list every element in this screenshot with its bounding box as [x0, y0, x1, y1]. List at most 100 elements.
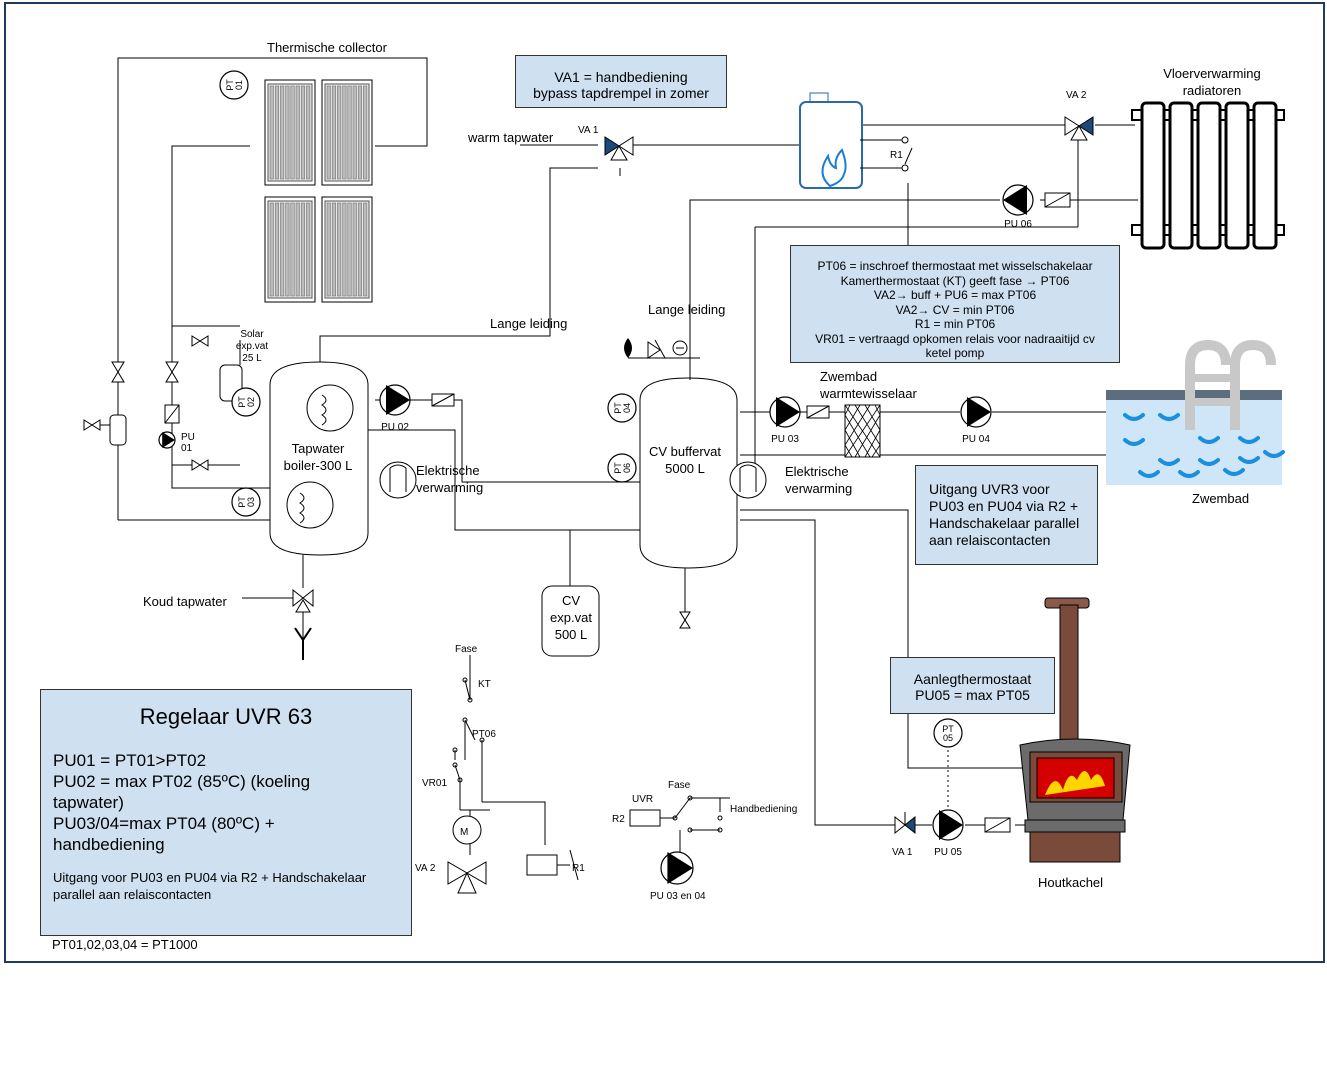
va1-note-line: VA1 = handbediening	[554, 69, 688, 85]
electric-heater-2	[729, 461, 767, 499]
sensor-pt02: PT02	[231, 387, 261, 417]
pool-wave	[1123, 413, 1145, 421]
label-r1-top: R1	[890, 150, 903, 161]
sensor-label: 03	[246, 497, 256, 507]
label-pu03: PU 03	[771, 434, 799, 445]
pump-pu01	[158, 431, 176, 449]
svg-text:PT04: PT04	[613, 402, 632, 414]
label-m: M	[460, 827, 468, 838]
uvr3-note-line: Uitgang UVR3 voor	[929, 481, 1050, 497]
pump-pu03	[769, 396, 801, 428]
pool-wave	[1238, 456, 1260, 464]
houtkachel-icon	[1019, 597, 1131, 863]
pump-pu-03-en-04	[660, 851, 694, 885]
aanleg-note-box: Aanlegthermostaat PU05 = max PT05	[890, 657, 1055, 714]
pool-wave	[1178, 470, 1200, 478]
small-exp-vessel	[84, 414, 127, 446]
solar-valves	[83, 335, 209, 471]
label-pu06: PU 06	[1004, 219, 1032, 230]
sensor-pt04: PT04	[607, 393, 637, 423]
label-pu-03-en-04: PU 03 en 04	[650, 891, 706, 902]
sensor-pt03: PT03	[231, 487, 261, 517]
radiator-column	[1196, 101, 1222, 250]
svg-text:PT03: PT03	[237, 496, 256, 508]
buffer-sensor-icons	[624, 338, 700, 380]
sensor-label: PT	[225, 79, 235, 91]
electric-heater-1	[379, 461, 417, 499]
pt06-note-line: VR01 = vertraagd opkomen relais voor nad…	[815, 331, 1095, 346]
svg-text:PT05: PT05	[942, 724, 954, 743]
uvr3-note-line: PU03 en PU04 via R2 +	[929, 498, 1079, 514]
regelaar-small: parallel aan relaiscontacten	[53, 887, 212, 902]
regelaar-title: Regelaar UVR 63	[139, 704, 313, 729]
cv-buffervat	[639, 377, 738, 569]
collector-panel	[321, 196, 373, 303]
sensor-label: PT	[942, 724, 954, 734]
pool-wave	[1238, 436, 1260, 444]
pool-wave	[1158, 458, 1180, 466]
pump-pu04	[960, 396, 992, 428]
pt06-note-line: VA2→ buff + PU6 = max PT06	[873, 288, 1037, 302]
aanleg-note-line: PU05 = max PT05	[915, 687, 1030, 703]
sensor-pt01: PT01	[219, 70, 249, 100]
label-r1-switch: R1	[572, 863, 585, 874]
radiator-column	[1140, 101, 1166, 250]
collector-panel	[264, 79, 316, 186]
label-thermische-collector: Thermische collector	[267, 40, 388, 55]
drain-valve	[679, 611, 691, 629]
label-houtkachel: Houtkachel	[1038, 875, 1103, 890]
radiator-column	[1224, 101, 1250, 250]
sensor-label: PT	[237, 396, 247, 408]
label-va1-bottom: VA 1	[892, 847, 913, 858]
cold-water-valve	[292, 588, 314, 660]
schematic-switches-1	[447, 677, 579, 894]
uvr3-note-box: Uitgang UVR3 voor PU03 en PU04 via R2 + …	[915, 465, 1098, 565]
label-warm-tapwater: warm tapwater	[467, 130, 554, 145]
sensor-label: 04	[622, 403, 632, 413]
sensor-pt06: PT06	[607, 453, 637, 483]
sensor-label: PT	[237, 496, 247, 508]
radiator-column	[1168, 101, 1194, 250]
pt06-note-line: VA2→ CV = min PT06	[895, 302, 1015, 317]
label-pu02: PU 02	[381, 422, 409, 433]
regelaar-box: Regelaar UVR 63 PU01 = PT01>PT02 PU02 = …	[40, 689, 412, 936]
svg-text:PT01: PT01	[225, 79, 244, 91]
svg-text:PT06: PT06	[613, 462, 632, 474]
valve-va1-bottom	[894, 812, 916, 835]
collector-panel	[321, 79, 373, 186]
tapwater-boiler	[269, 361, 369, 556]
pool-wave	[1138, 470, 1160, 478]
cv-exp-vat	[541, 585, 600, 657]
label-va2-top: VA 2	[1066, 90, 1087, 101]
footer-note: PT01,02,03,04 = PT1000	[52, 937, 198, 952]
uvr3-note-line: aan relaiscontacten	[929, 532, 1051, 548]
svg-text:PT02: PT02	[237, 396, 256, 408]
label-lange-leiding-2: Lange leiding	[648, 302, 725, 317]
radiator-column	[1252, 101, 1278, 250]
solar-collector-array	[264, 79, 373, 303]
sensor-label: 01	[234, 80, 244, 90]
cv-boiler	[799, 92, 863, 189]
valve-va2-top	[1064, 116, 1094, 141]
label-handbediening: Handbediening	[730, 804, 797, 815]
label-kt: KT	[478, 679, 491, 690]
diagram-frame	[4, 2, 1325, 963]
label-pu04: PU 04	[962, 434, 990, 445]
uvr3-note-line: Handschakelaar parallel	[929, 515, 1080, 531]
regelaar-line: PU02 = max PT02 (85ºC) (koeling	[53, 772, 311, 791]
valve-va1-top	[604, 136, 634, 161]
sensor-label: PT	[613, 402, 623, 414]
label-vr01: VR01	[422, 778, 447, 789]
regelaar-line: handbediening	[53, 835, 165, 854]
regelaar-line: PU03/04=max PT04 (80ºC) +	[53, 814, 275, 833]
pool-wave	[1223, 468, 1245, 476]
label-zwembad: Zwembad	[1192, 491, 1249, 506]
